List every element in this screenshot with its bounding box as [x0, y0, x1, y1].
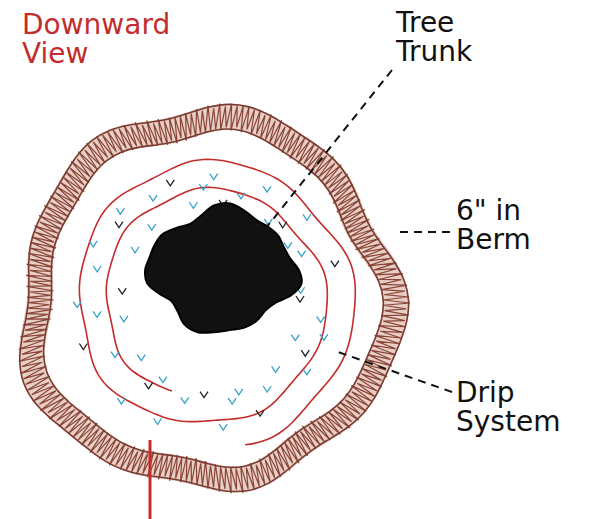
emitter-mark	[149, 195, 157, 201]
trunk-label: Tree Trunk	[396, 8, 506, 67]
emitter-mark	[301, 350, 309, 356]
emitter-mark	[317, 316, 325, 322]
emitter-mark	[279, 222, 287, 228]
trunk-blob	[145, 203, 302, 333]
emitter-mark	[296, 296, 304, 302]
emitter-mark	[303, 369, 311, 375]
emitter-mark	[116, 208, 124, 214]
emitter-mark	[73, 302, 81, 308]
berm-label: 6" in Berm	[456, 196, 546, 255]
drip-line	[79, 159, 355, 519]
emitter-mark	[117, 398, 125, 404]
leader-line	[338, 352, 452, 392]
emitter-mark	[79, 344, 87, 350]
emitter-mark	[320, 334, 328, 340]
emitter-mark	[263, 386, 271, 392]
emitter-mark	[181, 397, 189, 403]
drip-feed	[149, 440, 152, 519]
leader-lines	[258, 70, 452, 392]
drip-spiral	[79, 159, 355, 444]
emitter-mark	[237, 193, 245, 199]
emitter-mark	[137, 355, 145, 361]
emitter-marks	[73, 174, 339, 430]
emitter-mark	[291, 335, 299, 341]
leader-line	[258, 70, 392, 238]
emitter-mark	[154, 418, 162, 424]
emitter-mark	[298, 251, 306, 257]
berm-ring	[19, 104, 410, 494]
emitter-mark	[256, 410, 264, 416]
emitter-mark	[131, 247, 139, 253]
berm-scribble	[19, 104, 410, 494]
emitter-mark	[219, 424, 227, 430]
emitter-mark	[166, 180, 174, 186]
berm-edge	[44, 129, 384, 467]
emitter-mark	[145, 383, 153, 389]
emitter-mark	[199, 184, 207, 190]
tree-trunk	[145, 203, 302, 333]
emitter-mark	[235, 389, 243, 395]
emitter-mark	[189, 202, 197, 208]
drip-label: Drip System	[456, 378, 596, 437]
emitter-mark	[93, 311, 101, 317]
emitter-mark	[303, 214, 311, 220]
emitter-mark	[89, 241, 97, 247]
emitter-mark	[331, 261, 339, 267]
emitter-mark	[120, 316, 128, 322]
emitter-mark	[118, 288, 126, 294]
emitter-mark	[148, 224, 156, 230]
emitter-mark	[115, 222, 123, 228]
diagram-title: Downward View	[22, 10, 172, 69]
emitter-mark	[159, 377, 167, 383]
emitter-mark	[93, 266, 101, 272]
leader-line	[396, 231, 450, 233]
emitter-mark	[228, 398, 236, 404]
berm-edge	[20, 104, 409, 491]
emitter-mark	[263, 186, 271, 192]
emitter-mark	[272, 366, 280, 372]
emitter-mark	[200, 392, 208, 398]
emitter-mark	[210, 174, 218, 180]
emitter-mark	[111, 352, 119, 358]
